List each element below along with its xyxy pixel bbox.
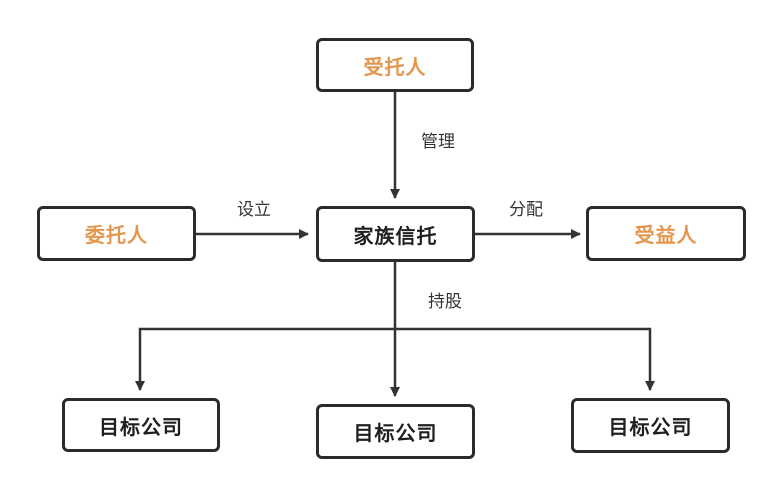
target-company-left-label: 目标公司 <box>99 414 183 439</box>
establish-label: 设立 <box>237 200 271 220</box>
target-company-right-node: 目标公司 <box>571 398 730 453</box>
settlor-label: 委托人 <box>85 223 148 247</box>
trustee-node: 受托人 <box>316 38 474 92</box>
target-company-left-node: 目标公司 <box>62 398 220 452</box>
family-trust-label: 家族信托 <box>353 223 438 248</box>
family-trust-node: 家族信托 <box>316 206 475 262</box>
settlor-node: 委托人 <box>37 206 196 261</box>
beneficiary-label: 受益人 <box>634 223 698 247</box>
hold-shares-right-branch <box>395 327 655 391</box>
target-company-right-label: 目标公司 <box>608 415 693 439</box>
manage-label: 管理 <box>421 132 455 152</box>
target-company-center-label: 目标公司 <box>353 421 438 445</box>
hold-shares-left-branch <box>135 327 395 391</box>
trustee-label: 受托人 <box>363 54 427 79</box>
target-company-center-node: 目标公司 <box>316 404 475 459</box>
beneficiary-node: 受益人 <box>586 206 746 261</box>
hold-shares-label: 持股 <box>428 292 462 312</box>
distribute-label: 分配 <box>509 200 543 220</box>
